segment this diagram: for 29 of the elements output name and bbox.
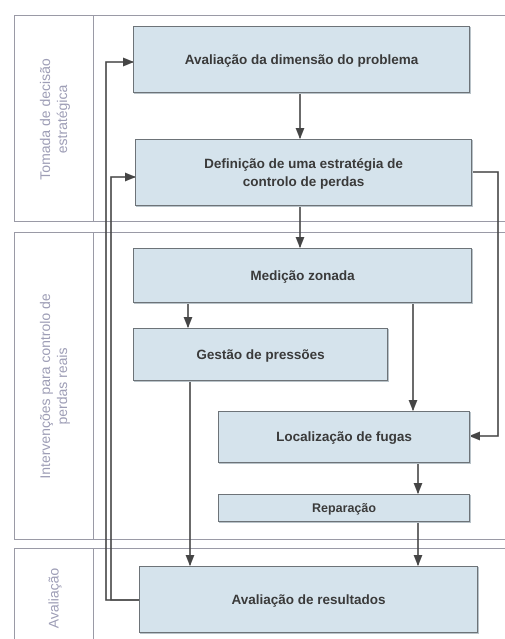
arrow <box>296 92 304 140</box>
swimlane <box>14 548 505 639</box>
box-label: Avaliação de resultados <box>230 590 387 608</box>
arrow <box>184 302 192 328</box>
box-label: Avaliação da dimensão do problema <box>184 50 420 68</box>
process-box <box>133 26 470 93</box>
arrow <box>408 302 418 412</box>
process-box <box>133 328 388 381</box>
arrow <box>186 380 194 566</box>
box-label: Localização de fugas <box>275 428 413 446</box>
process-box <box>139 566 478 633</box>
swimlane <box>14 232 505 540</box>
arrow <box>414 462 422 494</box>
box-label: Medição zonada <box>249 266 356 284</box>
arrow <box>296 205 304 248</box>
process-box <box>218 494 470 522</box>
process-box <box>218 411 470 463</box>
box-label: Gestão de pressões <box>195 346 326 364</box>
arrow <box>414 521 422 566</box>
lane-label: Intervenções para controlo de perdas reais <box>37 292 71 481</box>
arrow <box>110 172 139 601</box>
box-label: Reparação <box>311 500 377 517</box>
lane-label: Avaliação <box>46 566 62 630</box>
swimlane <box>14 15 505 222</box>
process-box <box>135 139 472 206</box>
lane-label: Tomada de decisão estratégica <box>37 56 71 182</box>
process-box <box>133 248 472 303</box>
arrow <box>468 171 499 440</box>
box-label: Definição de uma estratégia de controlo de perdas <box>203 154 404 190</box>
